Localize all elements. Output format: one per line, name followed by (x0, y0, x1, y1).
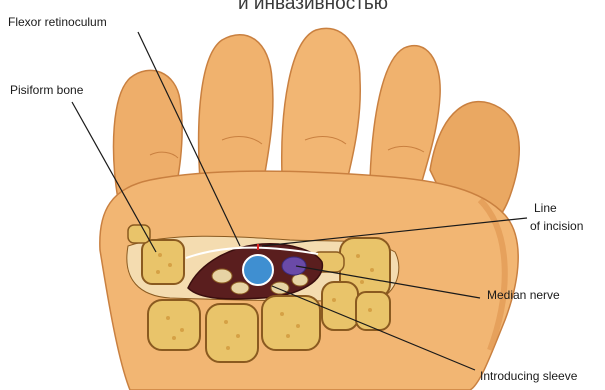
label-of-incision: of incision (530, 219, 583, 233)
label-median-nerve: Median nerve (487, 288, 560, 302)
median-nerve-structure (243, 255, 273, 285)
bone-lower-5 (356, 292, 390, 330)
cut-off-header-text: и инвазивностью (238, 0, 388, 14)
finger-ring (199, 35, 273, 190)
finger-index (370, 46, 440, 188)
finger-middle (282, 28, 361, 185)
bone-lower-4 (322, 282, 358, 330)
bone-lower-3 (262, 296, 320, 350)
label-introducing-sleeve: Introducing sleeve (480, 369, 578, 383)
vessel-structure (282, 257, 306, 275)
label-flexor-retinaculum: Flexor retinoculum (8, 15, 107, 29)
bone-pisiform (142, 240, 184, 284)
bone-lower-2 (206, 304, 258, 362)
label-line: Line (534, 201, 557, 215)
bone-lower-1 (148, 300, 200, 350)
label-pisiform-bone: Pisiform bone (10, 83, 84, 97)
